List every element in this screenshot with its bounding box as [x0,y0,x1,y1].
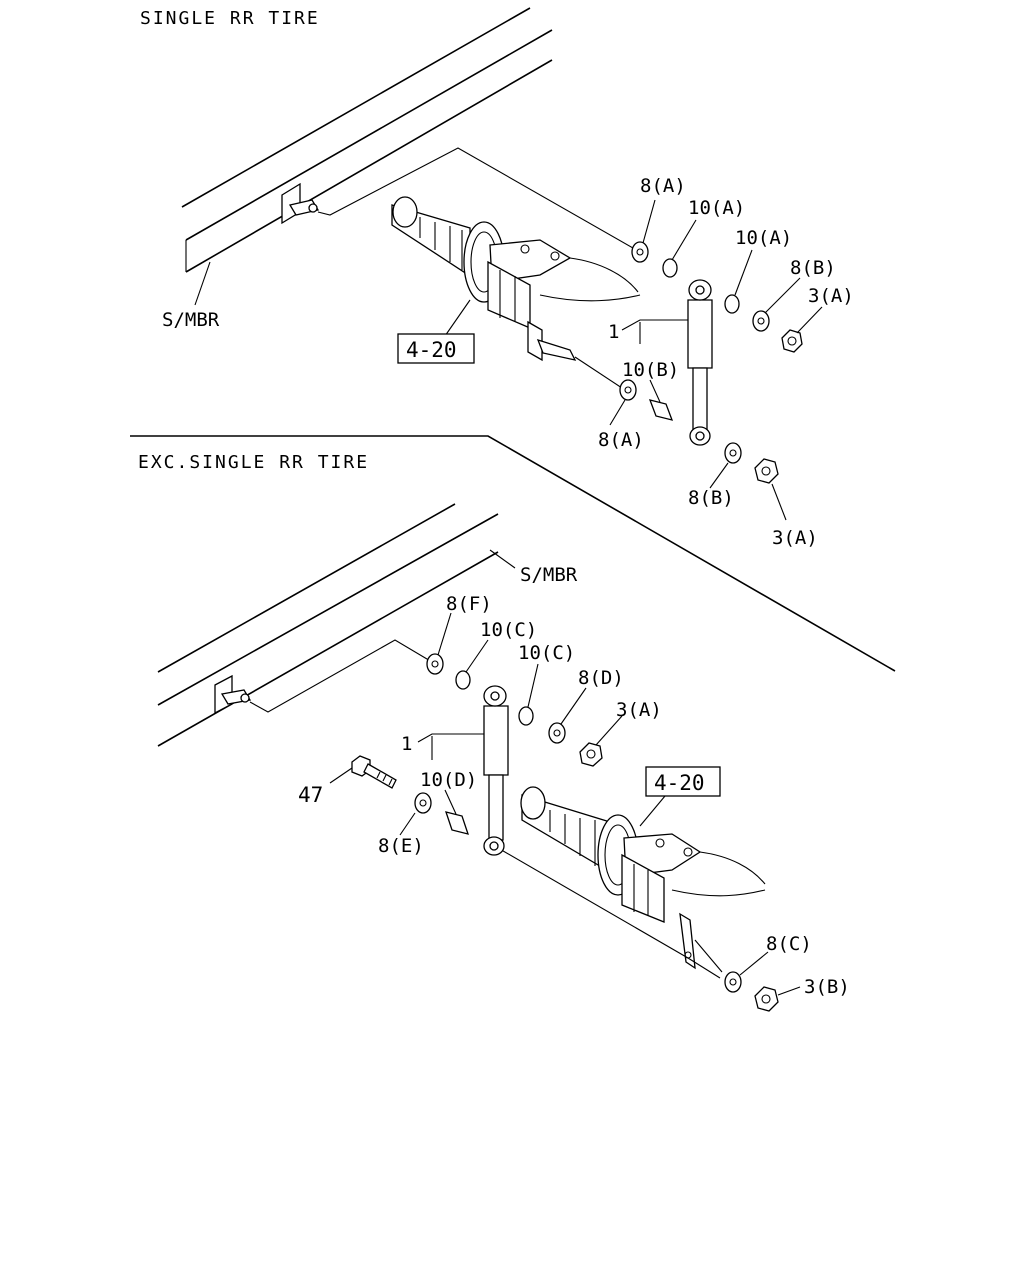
label-8a-top: 8(A) [640,175,686,197]
leader-lines [609,199,823,521]
washer-8b-top [752,310,770,332]
leader-lower-mount [497,847,721,979]
ref-box [645,766,721,797]
label-10b: 10(B) [622,359,679,381]
label-8d: 8(D) [578,667,624,689]
section-header: EXC.SINGLE RR TIRE [138,452,369,473]
leader-ref-box [639,795,666,827]
leader-upper-mount [317,147,641,253]
bushing-10b [648,399,674,421]
label-1: 1 [608,321,619,343]
nut-3b [754,986,779,1012]
label-8b-bottom: 8(B) [688,487,734,509]
leader-lines [329,612,801,996]
section-divider [130,435,896,672]
washer-8f [426,653,444,675]
frame-bracket [214,674,252,715]
bushing-10d [445,811,469,835]
washer-8b-bottom [724,442,742,464]
leader-upper-mount [249,639,433,713]
ref-box-text: 4-20 [654,771,705,795]
axle-housing [520,786,766,970]
bolt-47 [351,755,397,789]
leader-bracket [694,939,723,973]
ref-box-text: 4-20 [406,338,457,362]
washer-8a-top [631,241,649,263]
nut-3a [579,742,603,767]
washer-8a-bottom [619,379,637,401]
section-single-rr-tire: SINGLE RR TIRE S/MBR [140,7,854,549]
shock-absorber [483,685,509,856]
leader-frame [489,549,516,569]
label-8e: 8(E) [378,835,424,857]
bushing-10a-outer [724,294,740,314]
label-8f: 8(F) [446,593,492,615]
side-member-frame [181,7,553,273]
label-10c-1: 10(C) [480,619,537,641]
section-header: SINGLE RR TIRE [140,8,320,29]
label-3a-top: 3(A) [808,285,854,307]
label-10c-2: 10(C) [518,642,575,664]
label-47: 47 [298,783,323,807]
leader-ref-box [444,299,471,337]
label-3a: 3(A) [616,699,662,721]
washer-8d [548,722,566,744]
shock-absorber [687,279,713,446]
bushing-10a [662,258,678,278]
label-8c: 8(C) [766,933,812,955]
label-3b: 3(B) [804,976,850,998]
leader-frame [194,261,211,306]
axle-housing [391,196,641,362]
label-3a-bottom: 3(A) [772,527,818,549]
washer-8e [414,792,432,814]
label-side-member: S/MBR [520,564,578,586]
section-exc-single-rr-tire: EXC.SINGLE RR TIRE S/MBR [138,452,850,1012]
label-10d: 10(D) [420,769,477,791]
label-10a-2: 10(A) [735,227,792,249]
washer-8c [724,971,742,993]
label-side-member: S/MBR [162,309,220,331]
label-1: 1 [401,733,412,755]
label-8b-top: 8(B) [790,257,836,279]
leader-lower-mount [574,356,626,391]
nut-3a-bottom [754,458,779,484]
label-10a-1: 10(A) [688,197,745,219]
label-8a-bottom: 8(A) [598,429,644,451]
bushing-10c [455,670,471,690]
frame-bracket [281,182,320,225]
ref-box [397,333,475,364]
bushing-10c-outer [518,706,534,726]
nut-3a-top [781,329,803,353]
